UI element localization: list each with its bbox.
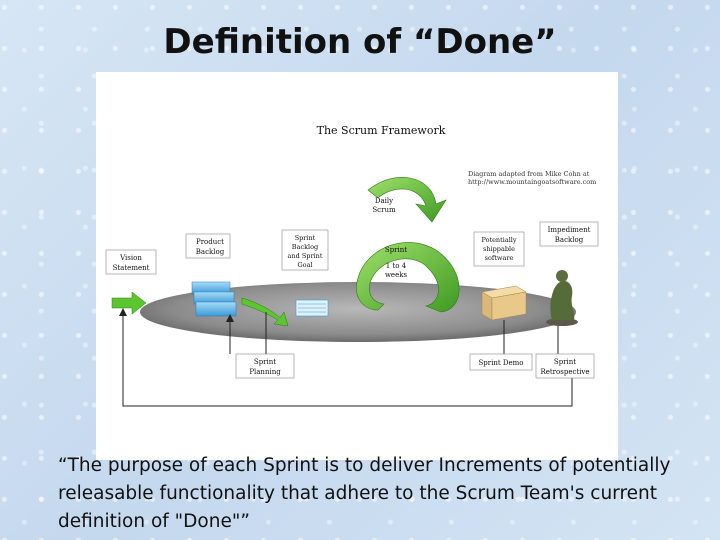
line-arrowheads <box>119 308 234 322</box>
product-backlog-label-1: Product <box>196 238 224 246</box>
slide-title: Definition of “Done” <box>163 22 557 62</box>
product-box <box>481 285 527 321</box>
vision-label-2: Statement <box>113 264 150 272</box>
sprint-cycle-arrow <box>356 242 460 313</box>
sprint-backlog-label-4: Goal <box>297 261 312 269</box>
impediment-label-2: Backlog <box>555 236 584 244</box>
credit-line-1: Diagram adapted from Mike Cohn at <box>468 170 590 178</box>
daily-scrum-label-1: Daily <box>375 197 393 205</box>
sprint-backlog-label-3: and Sprint <box>288 252 323 260</box>
sprint-demo-label: Sprint Demo <box>478 359 523 367</box>
product-backlog-box <box>185 233 231 259</box>
sprint-planning-label-2: Planning <box>249 368 281 376</box>
feedback-lines <box>122 312 573 407</box>
impediment-backlog-box <box>539 221 599 247</box>
sprint-retro-label-1: Sprint <box>554 358 576 366</box>
sprint-platform-ellipse <box>140 282 576 342</box>
product-backlog-stack <box>191 281 237 317</box>
impediment-label-1: Impediment <box>548 226 591 234</box>
vision-label-1: Vision <box>119 254 142 262</box>
diagram-canvas: The Scrum Framework Diagram adapted from… <box>105 124 599 407</box>
sprint-backlog-sheets <box>295 299 329 317</box>
scrum-framework-diagram: The Scrum Framework Diagram adapted from… <box>96 72 618 460</box>
product-backlog-label-2: Backlog <box>196 248 225 256</box>
sprint-duration-2: weeks <box>385 271 408 279</box>
retrospective-thinker-figure <box>546 270 578 326</box>
vision-arrow <box>111 291 147 315</box>
sprint-label: Sprint <box>385 246 407 254</box>
vision-statement-box <box>105 249 157 275</box>
daily-scrum-label-2: Scrum <box>372 206 396 214</box>
sprint-planning-label-1: Sprint <box>254 358 276 366</box>
backlog-transfer-arrow <box>241 297 289 327</box>
shippable-software-box <box>473 231 525 267</box>
slide-caption: “The purpose of each Sprint is to delive… <box>58 455 671 532</box>
shippable-label-3: software <box>485 254 514 262</box>
sprint-backlog-label-1: Sprint <box>295 234 316 242</box>
sprint-retro-box <box>535 353 595 379</box>
sprint-backlog-box <box>281 229 329 271</box>
diagram-title: The Scrum Framework <box>317 124 446 137</box>
shippable-label-1: Potentially <box>481 236 516 244</box>
sprint-retro-label-2: Retrospective <box>540 368 589 376</box>
sprint-backlog-label-2: Backlog <box>292 243 318 251</box>
sprint-demo-box <box>469 353 533 371</box>
credit-line-2: http://www.mountaingoatsoftware.com <box>468 178 596 186</box>
shippable-label-2: shippable <box>483 245 515 253</box>
sprint-duration-1: 1 to 4 <box>386 262 407 270</box>
daily-scrum-loop-arrow <box>367 177 447 223</box>
sprint-planning-box <box>235 353 295 379</box>
